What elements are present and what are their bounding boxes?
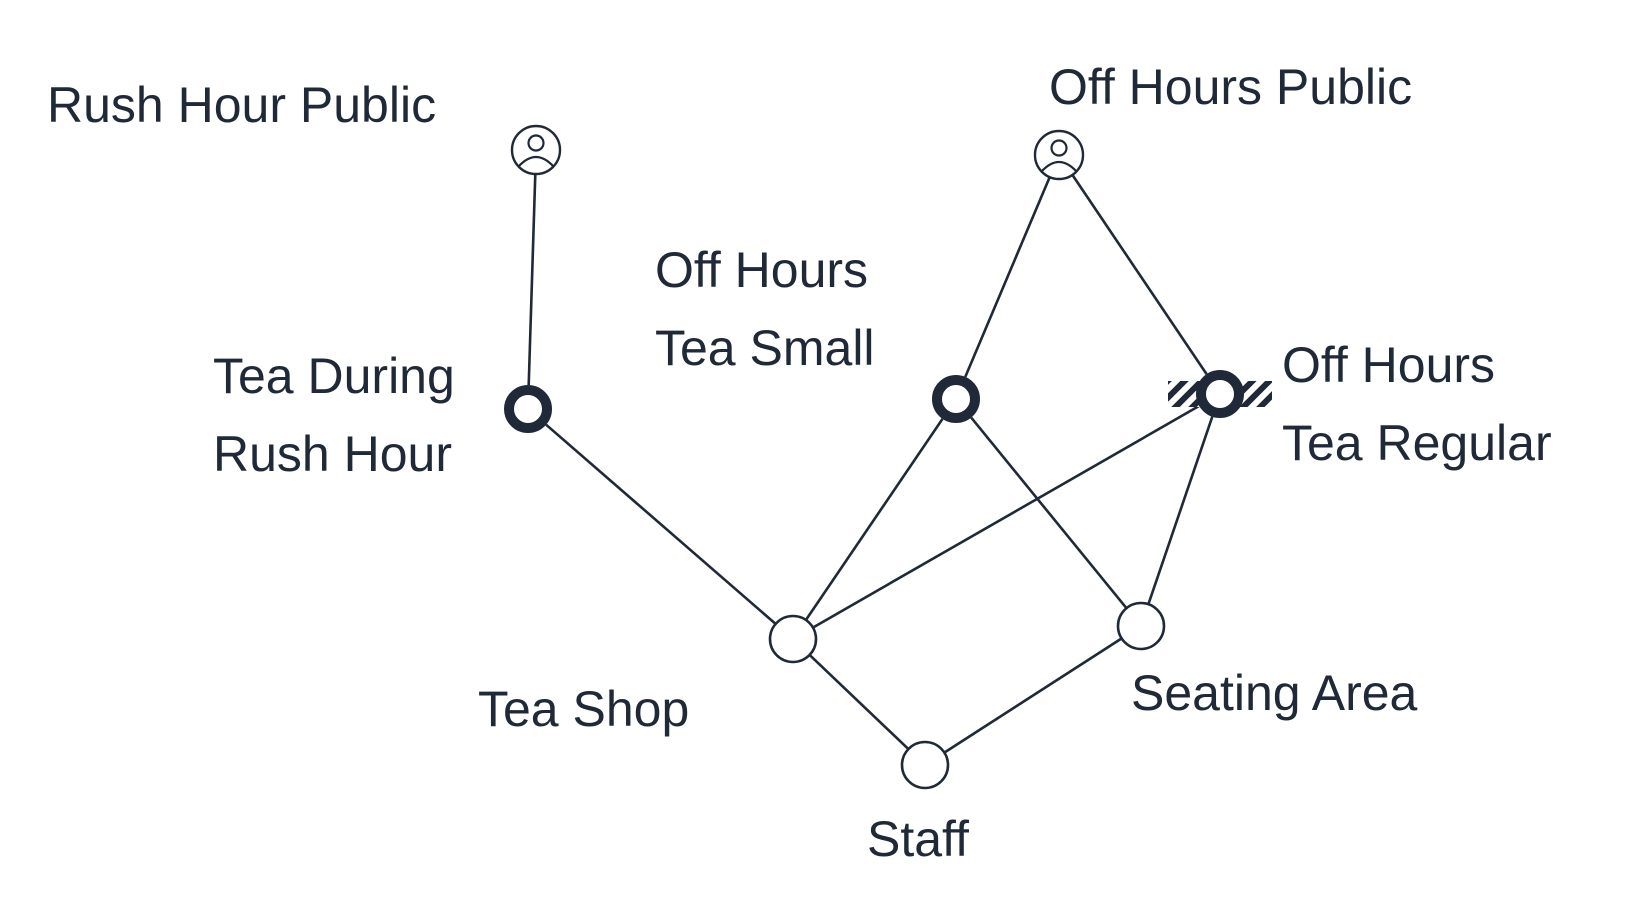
label-off-hours-public: Off Hours Public	[1049, 59, 1412, 115]
edge-off-hours-tea-regular-to-seating-area	[1147, 416, 1214, 605]
label-off-hours-tea-regular: Off Hours Tea Regular	[1282, 337, 1552, 471]
label-tea-during-rush-hour: Tea During Rush Hour	[213, 348, 469, 482]
person-icon	[518, 134, 554, 167]
edge-off-hours-public-to-off-hours-tea-small	[964, 176, 1051, 378]
node-off-hours-tea-small[interactable]	[932, 375, 980, 423]
edge-off-hours-tea-regular-to-tea-shop	[812, 404, 1200, 629]
edge-off-hours-public-to-off-hours-tea-regular	[1071, 174, 1208, 375]
label-off-hours-tea-small: Off Hours Tea Small	[655, 242, 882, 376]
node-tea-during-rush-hour[interactable]	[504, 385, 552, 433]
node-seating-area[interactable]	[1116, 601, 1166, 651]
edge-tea-shop-to-staff	[808, 653, 910, 751]
node-tea-shop[interactable]	[768, 614, 818, 664]
edge-rush-hour-public-to-tea-during-rush-hour	[527, 173, 537, 386]
label-staff: Staff	[867, 811, 969, 867]
label-seating-area: Seating Area	[1131, 665, 1418, 721]
label-tea-shop: Tea Shop	[478, 681, 689, 737]
person-icon	[1041, 139, 1077, 172]
edge-tea-during-rush-hour-to-tea-shop	[545, 423, 777, 625]
edge-off-hours-tea-small-to-tea-shop	[804, 418, 944, 621]
node-staff[interactable]	[900, 740, 950, 790]
node-off-hours-tea-regular[interactable]	[1196, 370, 1244, 418]
node-rush-hour-public[interactable]	[510, 124, 562, 176]
node-off-hours-public[interactable]	[1033, 129, 1085, 181]
edge-seating-area-to-staff	[943, 637, 1123, 754]
label-rush-hour-public: Rush Hour Public	[47, 77, 436, 133]
edges	[527, 173, 1214, 754]
edge-off-hours-tea-small-to-seating-area	[970, 416, 1128, 610]
